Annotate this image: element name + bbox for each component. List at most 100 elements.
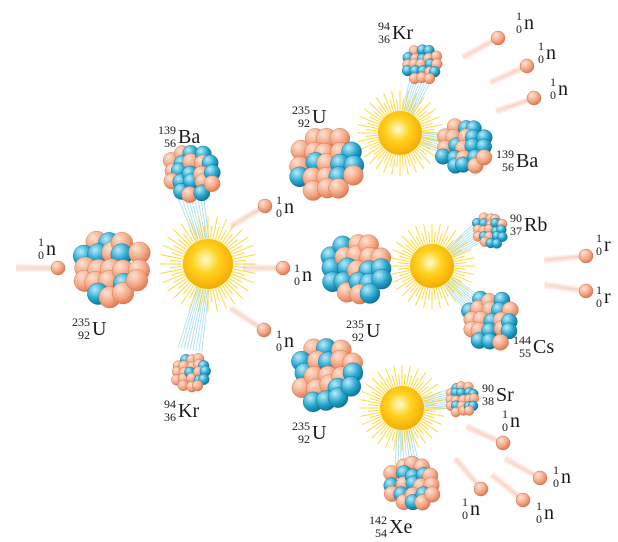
element-symbol: Ba xyxy=(516,150,539,172)
element-symbol: U xyxy=(92,318,107,340)
mass-number: 1 xyxy=(502,407,508,421)
element-symbol: Kr xyxy=(392,22,414,44)
element-symbol: n xyxy=(524,12,534,34)
atomic-number: 0 xyxy=(276,340,282,354)
mass-number: 139 xyxy=(158,123,176,137)
mass-number: 1 xyxy=(276,193,282,207)
mass-number: 94 xyxy=(164,397,176,411)
atomic-number: 54 xyxy=(375,526,387,540)
neutron-mid-1 xyxy=(543,248,594,264)
mass-number: 1 xyxy=(516,9,522,23)
mass-number: 1 xyxy=(596,231,602,245)
nucleus-sr90 xyxy=(445,381,480,418)
element-symbol: n xyxy=(470,498,480,520)
element-symbol: r xyxy=(604,234,611,256)
mass-number: 1 xyxy=(462,495,468,509)
fission-flash-2 xyxy=(357,90,443,176)
atomic-number: 36 xyxy=(378,32,390,46)
fission-flash-1 xyxy=(159,215,257,313)
neutron-first-b xyxy=(242,260,291,276)
neutron-bot-2 xyxy=(503,455,548,486)
atomic-number: 0 xyxy=(276,206,282,220)
nucleus-u235-initial xyxy=(73,230,151,309)
mass-number: 1 xyxy=(550,75,556,89)
element-symbol: n xyxy=(561,466,571,488)
atomic-number: 92 xyxy=(352,330,364,344)
atomic-number: 0 xyxy=(550,88,556,102)
atomic-number: 0 xyxy=(596,244,602,258)
element-symbol: Rb xyxy=(524,214,548,236)
nucleus-kr94-first xyxy=(171,353,211,393)
element-symbol: Cs xyxy=(533,336,555,358)
neutron-top-1 xyxy=(461,30,506,61)
mass-number: 1 xyxy=(276,327,282,341)
atomic-number: 56 xyxy=(164,136,176,150)
neutron-incoming xyxy=(15,260,66,276)
mass-number: 1 xyxy=(596,283,602,297)
element-symbol: n xyxy=(546,42,556,64)
mass-number: 1 xyxy=(553,463,559,477)
mass-number: 235 xyxy=(72,315,90,329)
mass-number: 235 xyxy=(346,317,364,331)
element-symbol: Ba xyxy=(178,126,201,148)
element-symbol: Xe xyxy=(389,516,413,538)
element-symbol: n xyxy=(284,196,294,218)
mass-number: 235 xyxy=(292,103,310,117)
mass-number: 94 xyxy=(378,19,390,33)
atomic-number: 0 xyxy=(294,274,300,288)
atomic-number: 38 xyxy=(482,394,494,408)
element-symbol: r xyxy=(604,286,611,308)
element-symbol: n xyxy=(544,502,554,524)
mass-number: 90 xyxy=(510,211,522,225)
element-symbol: n xyxy=(284,330,294,352)
nucleus-ba139-first xyxy=(162,144,221,203)
atomic-number: 0 xyxy=(516,22,522,36)
neutron-top-3 xyxy=(495,90,542,115)
atomic-number: 0 xyxy=(538,52,544,66)
mass-number: 235 xyxy=(292,419,310,433)
atomic-number: 0 xyxy=(536,512,542,526)
nucleus-kr94-second xyxy=(402,44,443,85)
atomic-number: 37 xyxy=(510,224,522,238)
atomic-number: 55 xyxy=(519,346,531,360)
neutron-bot-4 xyxy=(489,472,531,508)
neutron-first-c xyxy=(228,305,272,338)
element-symbol: n xyxy=(46,238,56,260)
element-symbol: U xyxy=(312,422,327,444)
